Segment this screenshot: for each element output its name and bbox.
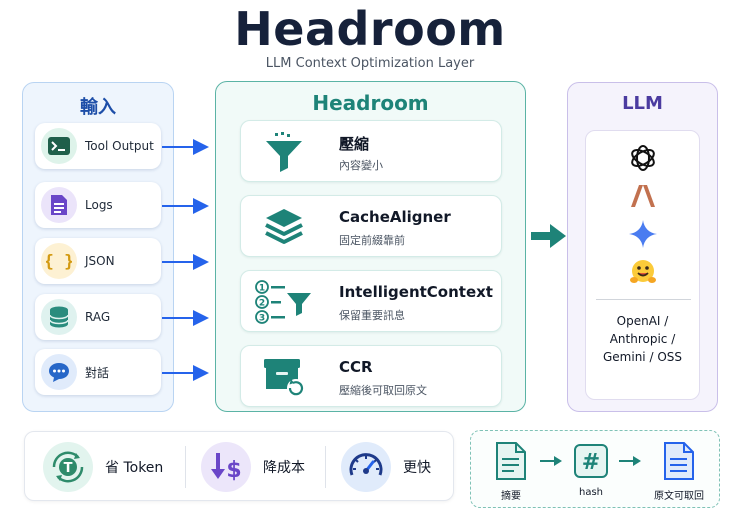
box-restore-icon [259, 352, 309, 402]
core-step-name: CacheAligner [339, 208, 451, 226]
anthropic-logo-icon [586, 183, 699, 209]
svg-text:#: # [582, 450, 600, 475]
benefit-label: 降成本 [263, 460, 305, 476]
ccr-flow-label: 原文可取回 [654, 491, 704, 502]
diagram-subtitle: LLM Context Optimization Layer [265, 56, 475, 71]
ranked-filter-icon: 1 2 3 [255, 277, 313, 327]
benefits-bar: T 省 Token $ 降成本 更快 [24, 431, 454, 501]
ccr-flow-arrow [618, 453, 642, 472]
terminal-icon [41, 128, 77, 164]
input-item-tool-output: Tool Output [35, 123, 161, 169]
original-document-icon [639, 439, 719, 483]
benefit-label: 更快 [403, 460, 431, 476]
token-icon: T [43, 442, 93, 492]
core-step-name: IntelligentContext [339, 283, 493, 301]
core-step-desc: 壓縮後可取回原文 [339, 384, 427, 397]
benefit-reduce-cost: $ 降成本 [201, 441, 305, 493]
ccr-flow-original: 原文可取回 [639, 439, 719, 502]
llm-panel-title: LLM [622, 93, 663, 114]
input-item-label: JSON [85, 254, 115, 268]
llm-providers-line: Gemini / OSS [603, 350, 682, 364]
core-panel: Headroom 壓縮 內容變小 CacheAligner 固定前綴靠前 1 2 [215, 81, 526, 412]
svg-text:2: 2 [259, 299, 265, 309]
input-item-label: Tool Output [85, 139, 154, 153]
llm-divider [596, 299, 691, 300]
input-panel: 輸入 Tool Output Logs { } JSON RAG 對話 [22, 82, 174, 412]
diagram-title: Headroom [234, 2, 506, 56]
svg-text:$: $ [226, 458, 241, 483]
chat-bubble-icon [41, 354, 77, 390]
core-step-desc: 保留重要訊息 [339, 309, 405, 322]
input-item-label: RAG [85, 310, 111, 324]
benefit-separator [325, 446, 326, 488]
ccr-flow-label: hash [578, 487, 603, 498]
core-panel-title: Headroom [312, 91, 429, 115]
core-step-name: CCR [339, 358, 373, 376]
llm-provider-card: OpenAI / Anthropic / Gemini / OSS [585, 130, 700, 400]
core-step-desc: 內容變小 [339, 159, 383, 172]
funnel-icon [259, 127, 309, 177]
svg-text:T: T [64, 461, 73, 476]
benefit-save-token: T 省 Token [43, 441, 163, 493]
summary-document-icon [471, 439, 551, 483]
input-item-logs: Logs [35, 182, 161, 228]
input-to-core-arrows [162, 139, 209, 381]
benefit-faster: 更快 [341, 441, 431, 493]
cost-down-icon: $ [201, 442, 251, 492]
svg-text:{ }: { } [46, 252, 72, 272]
input-item-rag: RAG [35, 294, 161, 340]
benefit-separator [185, 446, 186, 488]
core-step-compress: 壓縮 內容變小 [240, 120, 502, 182]
core-step-name: 壓縮 [339, 135, 370, 153]
input-item-label: 對話 [85, 365, 110, 380]
ccr-flow-label: 摘要 [501, 491, 521, 502]
core-step-cache-aligner: CacheAligner 固定前綴靠前 [240, 195, 502, 257]
input-panel-title: 輸入 [80, 97, 116, 118]
speedometer-icon [341, 442, 391, 492]
database-icon [41, 299, 77, 335]
ccr-flow-summary: 摘要 [471, 439, 551, 502]
huggingface-logo-icon [586, 257, 699, 287]
ccr-flow-hash: # hash [551, 439, 631, 498]
svg-text:1: 1 [259, 284, 265, 294]
llm-panel: LLM [567, 82, 718, 412]
core-to-llm-arrow [531, 224, 566, 248]
core-step-intelligent-context: 1 2 3 IntelligentContext 保留重要訊息 [240, 270, 502, 332]
document-icon [41, 187, 77, 223]
core-step-desc: 固定前綴靠前 [339, 234, 405, 247]
llm-providers-line: OpenAI / [616, 314, 669, 328]
openai-logo-icon [586, 143, 699, 173]
llm-providers-line: Anthropic / [609, 332, 676, 346]
benefit-label: 省 Token [105, 460, 164, 476]
gemini-logo-icon [586, 219, 699, 249]
input-item-json: { } JSON [35, 238, 161, 284]
svg-text:3: 3 [259, 314, 265, 324]
ccr-flow-arrow [539, 453, 563, 472]
hash-icon: # [551, 439, 631, 483]
input-item-label: Logs [85, 198, 113, 212]
braces-icon: { } [41, 243, 77, 279]
ccr-flow-panel: 摘要 # hash 原文可取回 [470, 430, 720, 508]
core-step-ccr: CCR 壓縮後可取回原文 [240, 345, 502, 407]
stack-layers-icon [259, 202, 309, 252]
input-item-dialog: 對話 [35, 349, 161, 395]
